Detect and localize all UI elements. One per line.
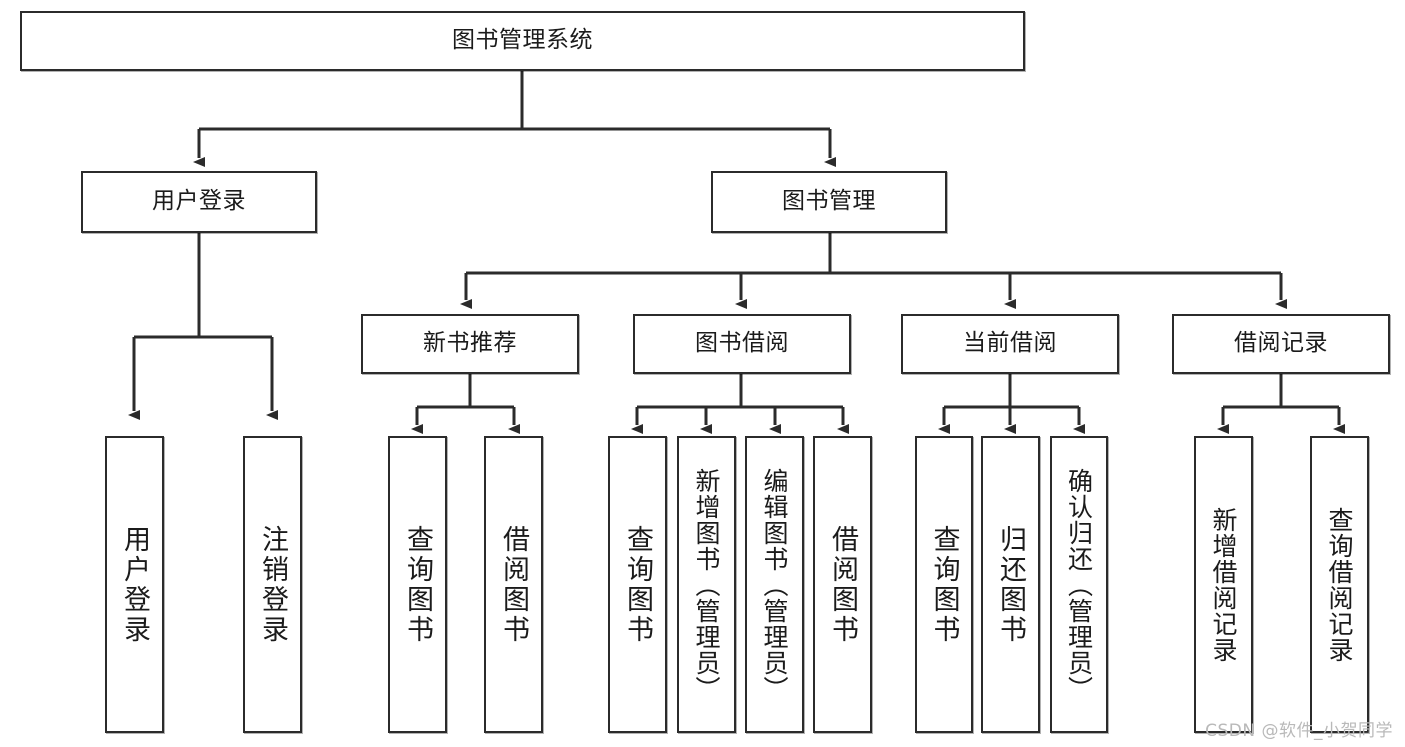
node-book-manage[interactable]: 图书管理: [711, 171, 947, 233]
node-current-borrow-label: 当前借阅: [963, 330, 1057, 357]
node-leaf-add-book-label: 新增图书（管理员）: [692, 467, 721, 702]
node-leaf-query-record[interactable]: 查询借阅记录: [1310, 436, 1369, 733]
node-leaf-add-book[interactable]: 新增图书（管理员）: [677, 436, 736, 733]
node-borrow-record[interactable]: 借阅记录: [1172, 314, 1390, 374]
node-leaf-query-book-3[interactable]: 查询图书: [915, 436, 973, 733]
node-leaf-return-book[interactable]: 归还图书: [981, 436, 1040, 733]
node-user-login-label: 用户登录: [152, 188, 246, 215]
node-leaf-query-book-1[interactable]: 查询图书: [388, 436, 447, 733]
node-root-label: 图书管理系统: [452, 27, 593, 54]
node-leaf-confirm-return-label: 确认归还（管理员）: [1064, 467, 1094, 702]
node-leaf-query-record-label: 查询借阅记录: [1325, 506, 1354, 663]
node-leaf-borrow-book-1-label: 借阅图书: [498, 524, 529, 645]
node-leaf-user-login[interactable]: 用户登录: [105, 436, 164, 733]
node-user-login[interactable]: 用户登录: [81, 171, 317, 233]
node-leaf-user-login-label: 用户登录: [119, 524, 150, 645]
node-leaf-borrow-book-2-label: 借阅图书: [827, 524, 858, 645]
node-new-book-rec[interactable]: 新书推荐: [361, 314, 579, 374]
node-leaf-query-book-1-label: 查询图书: [402, 524, 433, 645]
node-leaf-query-book-2-label: 查询图书: [622, 524, 653, 645]
node-leaf-add-record-label: 新增借阅记录: [1209, 506, 1238, 663]
node-current-borrow[interactable]: 当前借阅: [901, 314, 1119, 374]
node-leaf-edit-book-label: 编辑图书（管理员）: [760, 467, 789, 702]
node-borrow-record-label: 借阅记录: [1234, 330, 1328, 357]
node-root[interactable]: 图书管理系统: [20, 11, 1025, 71]
node-leaf-query-book-3-label: 查询图书: [928, 524, 960, 645]
node-new-book-rec-label: 新书推荐: [423, 330, 517, 357]
node-leaf-confirm-return[interactable]: 确认归还（管理员）: [1050, 436, 1108, 733]
node-leaf-add-record[interactable]: 新增借阅记录: [1194, 436, 1253, 733]
watermark-text: CSDN @软件_小贺同学: [1205, 721, 1393, 741]
node-leaf-query-book-2[interactable]: 查询图书: [608, 436, 667, 733]
node-book-borrow-label: 图书借阅: [695, 330, 789, 357]
node-leaf-borrow-book-2[interactable]: 借阅图书: [813, 436, 872, 733]
node-leaf-return-book-label: 归还图书: [995, 524, 1026, 645]
node-leaf-edit-book[interactable]: 编辑图书（管理员）: [745, 436, 804, 733]
node-book-borrow[interactable]: 图书借阅: [633, 314, 851, 374]
node-leaf-user-logout-label: 注销登录: [257, 524, 288, 645]
node-leaf-borrow-book-1[interactable]: 借阅图书: [484, 436, 543, 733]
node-book-manage-label: 图书管理: [782, 188, 876, 215]
node-leaf-user-logout[interactable]: 注销登录: [243, 436, 302, 733]
